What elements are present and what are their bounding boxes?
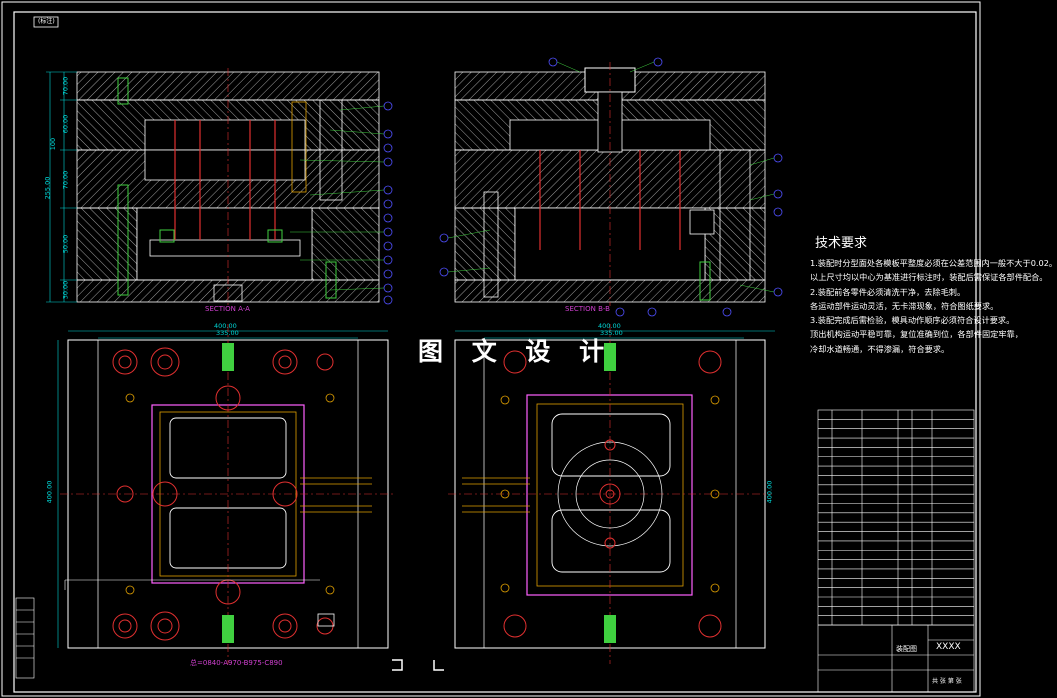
dim-side-d: 70.00 <box>61 170 70 190</box>
tech-item: 顶出机构运动平稳可靠，复位准确到位，各部件固定牢靠， <box>810 329 1023 340</box>
section-b-b-label: SECTION B-B <box>565 305 610 313</box>
section-b-b-view <box>439 57 783 317</box>
tech-item: 以上尺寸均以中心为基准进行标注时，装配后需保证各部件配合。 <box>810 272 1048 283</box>
dim-side-c: 100 <box>49 137 58 151</box>
view-corner-marks <box>392 659 444 671</box>
dim-side-total: 255.00 <box>43 176 52 200</box>
plan-note: 总=0840-A970-B975-C890 <box>190 659 283 667</box>
tech-item: 2.装配前各零件必须清洗干净，去除毛刺。 <box>810 286 966 297</box>
section-a-a-label: SECTION A-A <box>205 305 250 313</box>
bill-of-materials <box>817 409 975 693</box>
tech-item: 3.装配完成后需检验，模具动作顺序必须符合设计要求。 <box>810 315 1015 326</box>
dim-left-overall-width: 400.00 <box>214 322 237 330</box>
dim-side-a: 70.00 <box>61 76 70 96</box>
dim-right-overall-width: 400.00 <box>598 322 621 330</box>
tech-item: 冷却水道畅通，不得渗漏，符合要求。 <box>810 343 950 354</box>
dim-side-b: 60.00 <box>61 114 70 134</box>
plan-view-fixed-half <box>448 324 775 664</box>
section-a-a-view <box>46 68 393 306</box>
watermark-text: 图 文 设 计 <box>418 337 615 366</box>
plan-view-moving-half <box>57 324 396 664</box>
title-block-sheet: 共 张 第 张 <box>932 678 962 685</box>
dim-side-e: 50.00 <box>61 234 70 254</box>
technical-requirements-list: 1.装配时分型面处各模板平整度必须在公差范围内一般不大于0.02。 以上尺寸均以… <box>810 256 1057 356</box>
technical-requirements-title: 技术要求 <box>815 236 868 251</box>
dim-right-height: 400.00 <box>765 480 774 504</box>
revision-table <box>15 597 35 679</box>
dim-left-height: 400.00 <box>45 480 54 504</box>
tech-item: 各运动部件运动灵活，无卡滞现象，符合图纸要求。 <box>810 300 999 311</box>
drawing-sheet <box>1 1 981 697</box>
title-block-title: XXXX <box>936 642 961 652</box>
tech-item: 1.装配时分型面处各模板平整度必须在公差范围内一般不大于0.02。 <box>810 258 1057 268</box>
dim-right-plate-width: 335.00 <box>600 329 623 337</box>
title-block-subtitle: 装配图 <box>896 645 917 653</box>
corner-tag: (标注) <box>38 18 55 25</box>
dim-left-plate-width: 335.00 <box>216 329 239 337</box>
dim-side-f: 30.00 <box>61 280 70 300</box>
